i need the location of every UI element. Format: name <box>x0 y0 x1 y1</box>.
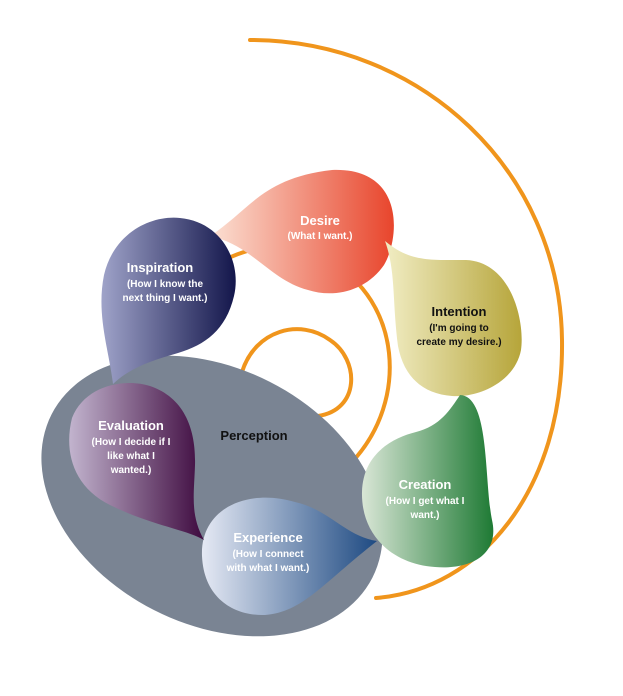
creation-subtitle-line2: want.) <box>410 510 440 521</box>
creation-teardrop <box>361 395 494 568</box>
intention-label-group: Intention (I'm going to create my desire… <box>416 304 501 348</box>
experience-label-group: Experience (How I connect with what I wa… <box>226 530 310 574</box>
intention-subtitle-line2: create my desire.) <box>416 337 501 348</box>
desire-teardrop <box>210 169 394 294</box>
creation-title: Creation <box>399 477 452 492</box>
perception-label: Perception <box>220 428 287 443</box>
experience-title: Experience <box>233 530 302 545</box>
experience-teardrop <box>201 497 377 616</box>
evaluation-title: Evaluation <box>98 418 164 433</box>
creation-subtitle-line1: (How I get what I <box>386 496 465 507</box>
inspiration-teardrop <box>101 217 236 384</box>
experience-subtitle-line2: with what I want.) <box>226 563 310 574</box>
inspiration-subtitle-line2: next thing I want.) <box>123 293 208 304</box>
intention-subtitle-line1: (I'm going to <box>429 323 489 334</box>
intention-teardrop <box>385 241 522 397</box>
creation-label-group: Creation (How I get what I want.) <box>386 477 465 521</box>
desire-title: Desire <box>300 213 340 228</box>
inspiration-title: Inspiration <box>127 260 194 275</box>
evaluation-label-group: Evaluation (How I decide if I like what … <box>92 418 171 476</box>
desire-label-group: Desire (What I want.) <box>288 213 353 242</box>
evaluation-subtitle-line1: (How I decide if I <box>92 437 171 448</box>
inspiration-subtitle-line1: (How I know the <box>127 279 204 290</box>
evaluation-subtitle-line3: wanted.) <box>110 465 152 476</box>
experience-subtitle-line1: (How I connect <box>232 549 304 560</box>
spiral-inner-arc <box>240 327 354 418</box>
evaluation-teardrop <box>69 382 204 540</box>
inspiration-label-group: Inspiration (How I know the next thing I… <box>123 260 208 304</box>
intention-title: Intention <box>432 304 487 319</box>
desire-subtitle: (What I want.) <box>288 231 353 242</box>
evaluation-subtitle-line2: like what I <box>107 451 155 462</box>
